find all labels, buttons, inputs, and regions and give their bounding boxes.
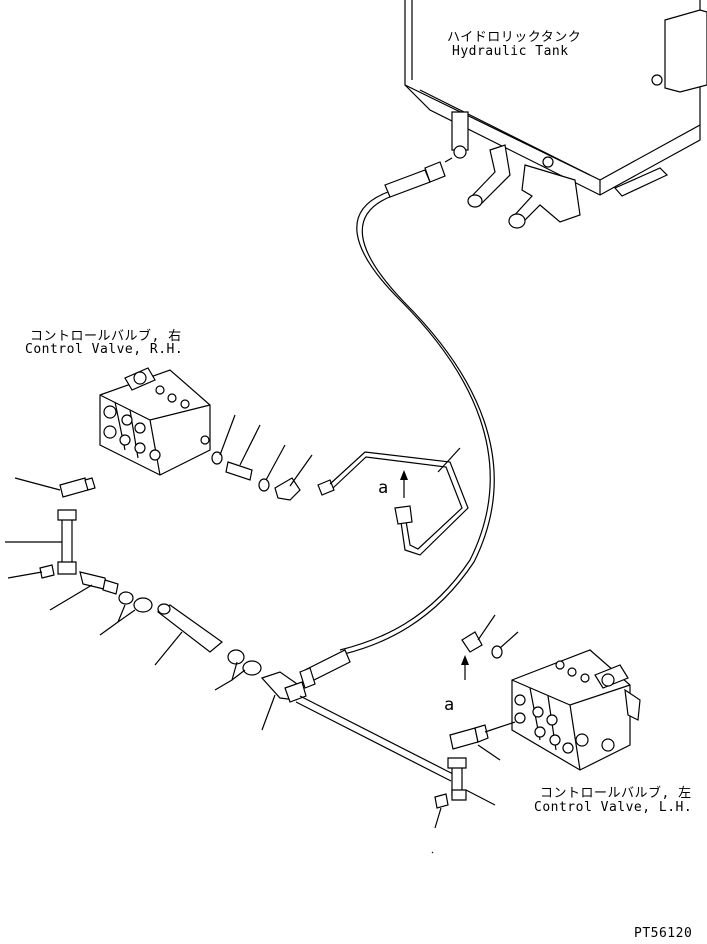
view-arrow-a-label: a <box>444 695 455 715</box>
bent-tube <box>329 447 469 556</box>
lower-tube <box>295 695 496 854</box>
hydraulic-tank <box>404 0 707 229</box>
return-hose <box>299 157 495 689</box>
lh-fittings <box>449 614 519 761</box>
control-valve-rh <box>99 367 211 476</box>
rh-fittings <box>211 414 335 501</box>
lh-side-fittings-chain <box>5 477 307 731</box>
figure-code: PT56120 <box>634 926 693 941</box>
view-arrow-a-label: a <box>378 478 389 498</box>
tank-label-en: Hydraulic Tank <box>452 44 569 59</box>
control-valve-lh-label-jp: コントロールバルブ, 左 <box>540 786 692 801</box>
control-valve-lh <box>511 649 641 771</box>
control-valve-rh-label-jp: コントロールバルブ, 右 <box>30 329 182 344</box>
tank-label-jp: ハイドロリックタンク <box>447 30 582 45</box>
control-valve-rh-label-en: Control Valve, R.H. <box>25 342 184 357</box>
control-valve-lh-label-en: Control Valve, L.H. <box>534 800 693 815</box>
